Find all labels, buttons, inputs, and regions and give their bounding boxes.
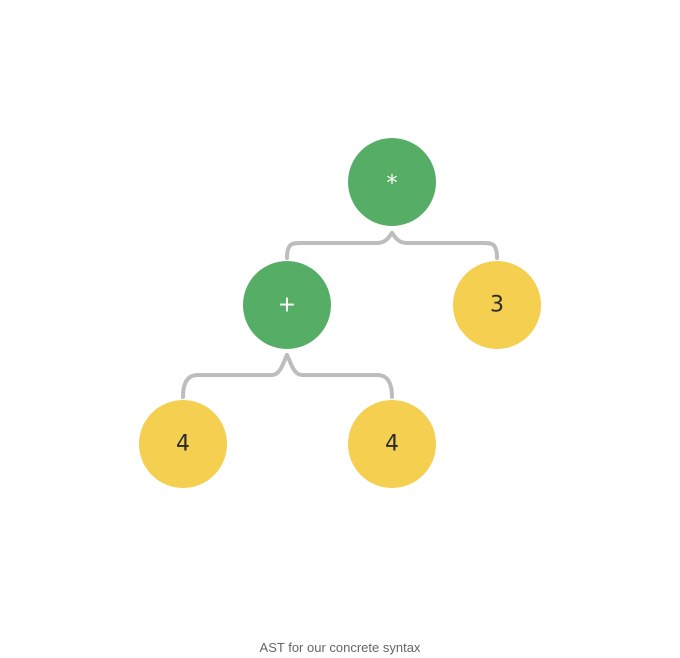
node-literal-left-left-circle bbox=[139, 400, 227, 488]
node-plus: + bbox=[243, 261, 331, 349]
node-plus-label: + bbox=[278, 293, 296, 318]
node-literal-right-label: 3 bbox=[490, 293, 504, 318]
edge-root-to-children bbox=[285, 231, 499, 260]
node-literal-right-circle bbox=[453, 261, 541, 349]
edge-plus-to-children bbox=[181, 353, 394, 399]
node-plus-circle bbox=[243, 261, 331, 349]
node-root-label: * bbox=[387, 172, 398, 197]
node-literal-left-left-label: 4 bbox=[176, 432, 190, 457]
figure-caption: AST for our concrete syntax bbox=[259, 640, 421, 655]
node-root: * bbox=[348, 138, 436, 226]
node-literal-left-left: 4 bbox=[139, 400, 227, 488]
node-root-circle bbox=[348, 138, 436, 226]
node-literal-left-right: 4 bbox=[348, 400, 436, 488]
node-literal-right: 3 bbox=[453, 261, 541, 349]
node-literal-left-right-label: 4 bbox=[385, 432, 399, 457]
node-literal-left-right-circle bbox=[348, 400, 436, 488]
